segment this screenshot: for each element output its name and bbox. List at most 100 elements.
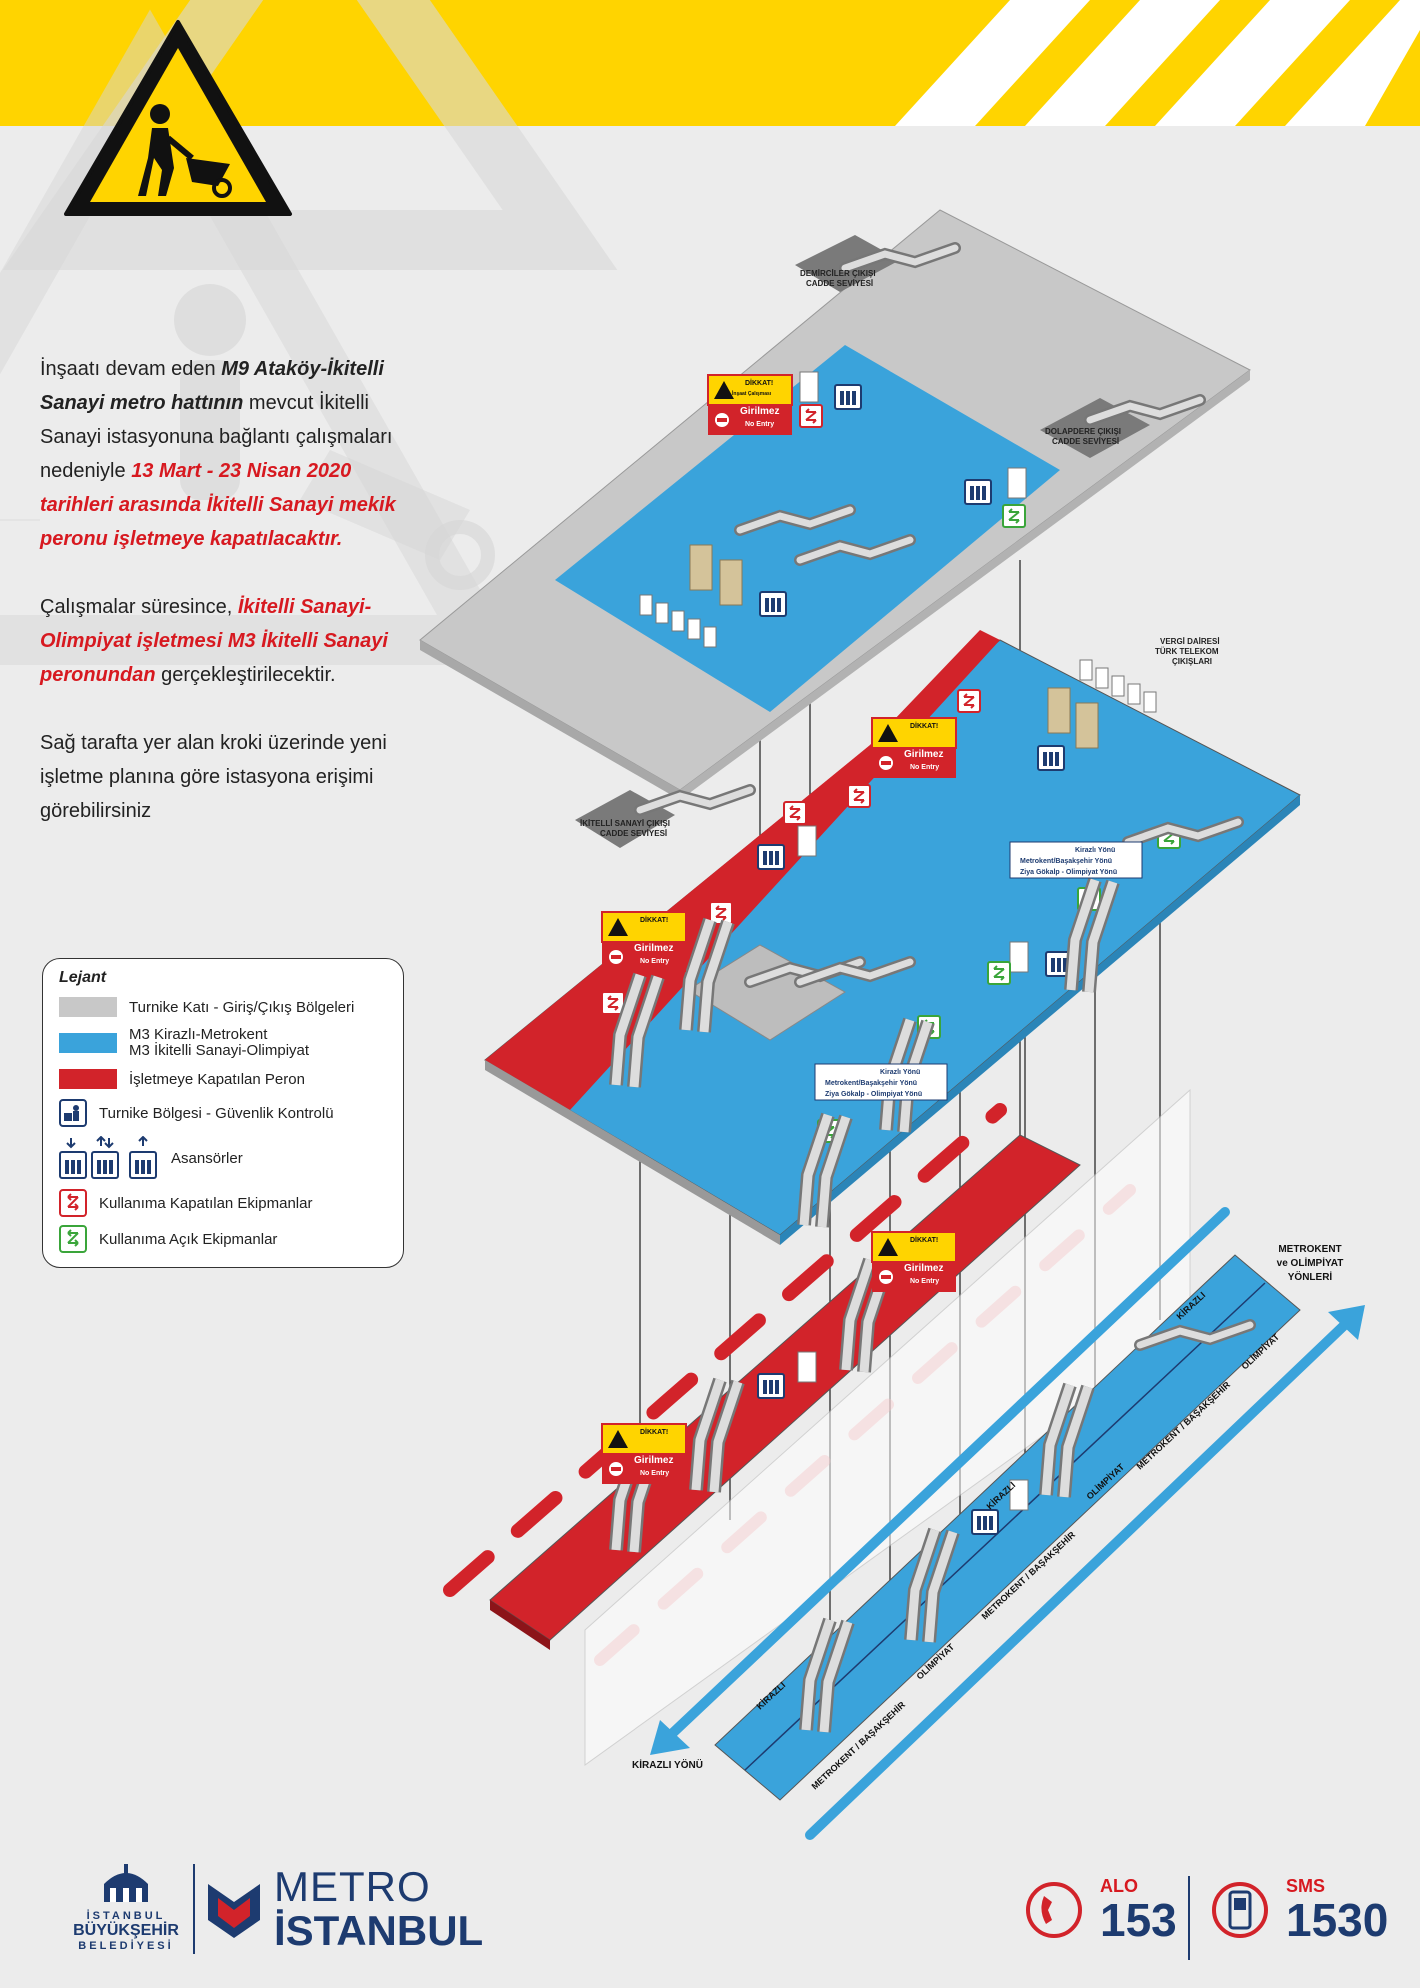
legend-item-elevators: Asansörler [59, 1135, 387, 1181]
mezzanine-turnstiles [1079, 659, 1157, 713]
mezzanine-grey-pad [687, 944, 846, 1041]
dir-sign-b2: Metrokent/Başakşehir Yönü [825, 1080, 917, 1087]
intro-p2-a: Çalışmalar süresince, [40, 596, 238, 618]
warning-girilmez: Girilmez [634, 943, 673, 954]
m3-elevator-shaft [1009, 1479, 1029, 1511]
concourse-edge-2 [680, 370, 1250, 800]
intro-p1-c: mevcut İkitelli Sanayi istasyonuna bağla… [40, 392, 393, 482]
mezzanine-closed-area [485, 630, 1000, 1110]
vergi-exit-label-1: VERGİ DAİRESİ [1160, 637, 1220, 646]
dir-sign-b1: Kirazlı Yönü [880, 1069, 920, 1076]
metro-istanbul-logo-icon [208, 1884, 260, 1938]
closed-equipment-icon [59, 1189, 87, 1217]
warning-sign-3: DİKKAT! Girilmez No Entry [601, 911, 687, 973]
sms-number: 1530 [1286, 1894, 1389, 1946]
concourse-edge [420, 640, 680, 800]
dolapdere-exit-sub: CADDE SEVİYESİ [1052, 437, 1119, 446]
legend-label: Turnike Katı - Giriş/Çıkış Bölgeleri [129, 998, 355, 1016]
ibb-line-2: BÜYÜKŞEHİR [73, 1922, 179, 1939]
concourse-turnstiles [639, 594, 717, 648]
phone-icon [1026, 1882, 1082, 1938]
demirciler-exit-label: DEMİRCİLER ÇIKIŞI [800, 269, 876, 278]
warning-sign-2: DİKKAT! Girilmez No Entry [871, 717, 957, 779]
intro-paragraph-2: Çalışmalar süresince, İkitelli Sanayi-Ol… [40, 590, 400, 692]
alo-number: 153 [1100, 1894, 1177, 1946]
intro-p2-c: gerçekleştirilecektir. [155, 664, 336, 686]
demirciler-exit-sub: CADDE SEVİYESİ [806, 279, 873, 288]
metrokent-direction-label-1: METROKENT [1278, 1244, 1341, 1255]
legend-swatch-grey [59, 997, 117, 1017]
concourse-elevator-shaft-2 [1007, 467, 1027, 499]
footer: İSTANBUL BÜYÜKŞEHİR BELEDİYESİ METRO İST… [0, 1840, 1420, 1988]
construction-warning-icon [64, 20, 292, 216]
warning-title: DİKKAT! [640, 1428, 668, 1436]
sms-phone-icon [1212, 1882, 1268, 1938]
warning-noentry: No Entry [910, 764, 939, 771]
dir-sign-a2: Metrokent/Başakşehir Yönü [1020, 858, 1112, 865]
mezz-elevator-shaft [797, 825, 817, 857]
warning-title: DİKKAT! [745, 379, 773, 387]
warning-title: DİKKAT! [910, 722, 938, 730]
legend-title: Lejant [59, 969, 107, 986]
legend-item-closed-equipment: Kullanıma Kapatılan Ekipmanlar [59, 1189, 387, 1217]
concourse-elevator-shaft [799, 371, 819, 403]
legend-label: M3 Kirazlı-Metrokent M3 İkitelli Sanayi-… [129, 1026, 310, 1059]
legend-label: Kullanıma Açık Ekipmanlar [99, 1230, 278, 1248]
security-check-icon [59, 1099, 87, 1127]
legend-item-turnstile-floor: Turnike Katı - Giriş/Çıkış Bölgeleri [59, 995, 387, 1019]
ibb-line-3: BELEDİYESİ [78, 1940, 174, 1952]
closed-track-line [443, 1103, 1007, 1597]
metrokent-direction-arrow [1328, 1305, 1365, 1340]
metro-istanbul-wordmark: METRO İSTANBUL [274, 1866, 483, 1954]
vergi-exit-label-2: TÜRK TELEKOM [1155, 647, 1219, 656]
warning-title: DİKKAT! [910, 1236, 938, 1244]
vergi-exit-label-3: ÇIKIŞLARI [1172, 657, 1212, 666]
warning-noentry: No Entry [910, 1278, 939, 1285]
warning-sign-5: DİKKAT! Girilmez No Entry [871, 1231, 957, 1293]
metrokent-direction-label-3: YÖNLERİ [1288, 1270, 1333, 1283]
legend-label: Kullanıma Kapatılan Ekipmanlar [99, 1194, 313, 1212]
warning-noentry: No Entry [640, 1470, 669, 1477]
warning-noentry: No Entry [745, 421, 774, 428]
intro-paragraph-3: Sağ tarafta yer alan kroki üzerinde yeni… [40, 732, 387, 822]
elevator-icon [59, 1136, 157, 1179]
warning-girilmez: Girilmez [634, 1455, 673, 1466]
legend-item-security: Turnike Bölgesi - Güvenlik Kontrolü [59, 1099, 387, 1127]
dir-sign-a1: Kirazlı Yönü [1075, 847, 1115, 854]
direction-sign-a: Kirazlı Yönü Metrokent/Başakşehir Yönü Z… [1009, 841, 1143, 879]
kirazli-direction-arrow [650, 1720, 690, 1755]
intro-paragraph-1: İnşaatı devam eden M9 Ataköy-İkitelli Sa… [40, 352, 400, 556]
warning-line: İnşaat Çalışması [732, 390, 772, 397]
legend-label: Asansörler [171, 1149, 243, 1167]
warning-noentry: No Entry [640, 958, 669, 965]
intro-p2-b: İkitelli Sanayi-Olimpiyat işletmesi M3 İ… [40, 596, 388, 686]
concourse-gates [689, 544, 743, 606]
warning-sign-4: DİKKAT! Girilmez No Entry [601, 1423, 687, 1485]
warning-title: DİKKAT! [640, 916, 668, 924]
warning-sign-1: DİKKAT! İnşaat Çalışması Girilmez No Ent… [707, 374, 793, 436]
sms-contact: SMS 1530 [1286, 1876, 1388, 1943]
intro-p1-a: İnşaatı devam eden [40, 358, 222, 380]
dir-sign-a3: Ziya Gökalp - Olimpiyat Yönü [1020, 869, 1117, 876]
ibb-line-1: İSTANBUL [86, 1910, 166, 1922]
direction-sign-b: Kirazlı Yönü Metrokent/Başakşehir Yönü Z… [814, 1063, 948, 1101]
legend-label: Turnike Bölgesi - Güvenlik Kontrolü [99, 1104, 334, 1122]
legend-item-closed-platform: İşletmeye Kapatılan Peron [59, 1067, 387, 1091]
dir-sign-b3: Ziya Gökalp - Olimpiyat Yönü [825, 1091, 922, 1098]
istanbul-word: İSTANBUL [274, 1907, 484, 1954]
warning-girilmez: Girilmez [740, 406, 779, 417]
ikitelli-exit-label: İKİTELLİ SANAYİ ÇIKIŞI [580, 819, 670, 828]
ibb-logo-icon [104, 1864, 148, 1902]
open-equipment-icon [59, 1225, 87, 1253]
contact-divider [1188, 1876, 1190, 1960]
intro-p1-line: M9 Ataköy-İkitelli Sanayi metro hattının [40, 358, 384, 414]
metro-word: METRO [274, 1863, 431, 1910]
legend-label: İşletmeye Kapatılan Peron [129, 1070, 305, 1088]
mezzanine-gates [1047, 687, 1099, 749]
alo-contact: ALO 153 [1100, 1876, 1177, 1943]
banner-stripes [895, 0, 1420, 126]
m3-track-lines [655, 1207, 1360, 1840]
legend-swatch-red [59, 1069, 117, 1089]
legend-swatch-blue [59, 1033, 117, 1053]
